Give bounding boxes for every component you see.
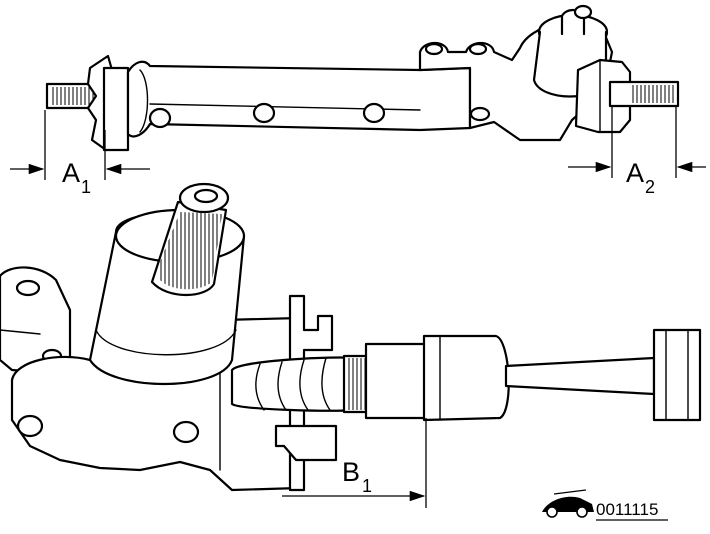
- detail-shaft-bore: [193, 188, 219, 204]
- label-a1-sub: 1: [81, 177, 91, 197]
- detail-bracket-edge: [0, 329, 41, 335]
- detail-inner-joint: [364, 342, 428, 420]
- detail-flange-section: [274, 424, 338, 462]
- tube-boss-3: [362, 102, 386, 124]
- right-end-flange: [574, 58, 632, 134]
- tube-boss-1: [148, 107, 172, 129]
- housing-bolt-hole-2: [468, 42, 488, 56]
- detail-spiral-boot: [230, 356, 354, 412]
- dimension-a1: A 1: [10, 110, 150, 197]
- detail-joint-housing: [422, 334, 510, 422]
- detail-housing-bolt: [16, 414, 44, 438]
- label-a1-main: A: [62, 158, 80, 188]
- rack-tube: [126, 60, 472, 138]
- rack-detail-view: [0, 182, 702, 492]
- figure-code-block: 0011115: [542, 489, 668, 521]
- right-thread-hatch: [632, 85, 676, 103]
- tube-boss-2: [252, 102, 276, 124]
- detail-outer-collar: [652, 328, 702, 422]
- label-a2-sub: 2: [645, 177, 655, 197]
- detail-housing-boss: [172, 420, 200, 444]
- dimension-b1: B 1: [282, 418, 427, 508]
- tube-end-ring: [139, 69, 149, 133]
- left-thread-hatch: [50, 87, 104, 105]
- pinion-shaft-tip: [573, 4, 593, 20]
- detail-bracket-hole-1: [15, 279, 41, 297]
- rack-top-view: [45, 4, 680, 152]
- figure-code: 0011115: [596, 500, 658, 519]
- detail-cup-seam: [95, 329, 237, 356]
- housing-bolt-hole-1: [424, 42, 444, 56]
- detail-shaft-splines: [160, 212, 222, 290]
- detail-spiral-lines: [255, 357, 331, 411]
- left-end-collar: [102, 66, 130, 152]
- housing-bolt-hole-3: [469, 106, 491, 122]
- label-a2-main: A: [626, 158, 644, 188]
- label-b1-main: B: [342, 457, 360, 487]
- detail-collar-rings: [665, 329, 689, 421]
- label-b1-sub: 1: [362, 476, 372, 496]
- detail-tie-rod: [504, 356, 656, 396]
- dimension-a2: A 2: [568, 106, 706, 197]
- car-logo-icon: [542, 489, 594, 518]
